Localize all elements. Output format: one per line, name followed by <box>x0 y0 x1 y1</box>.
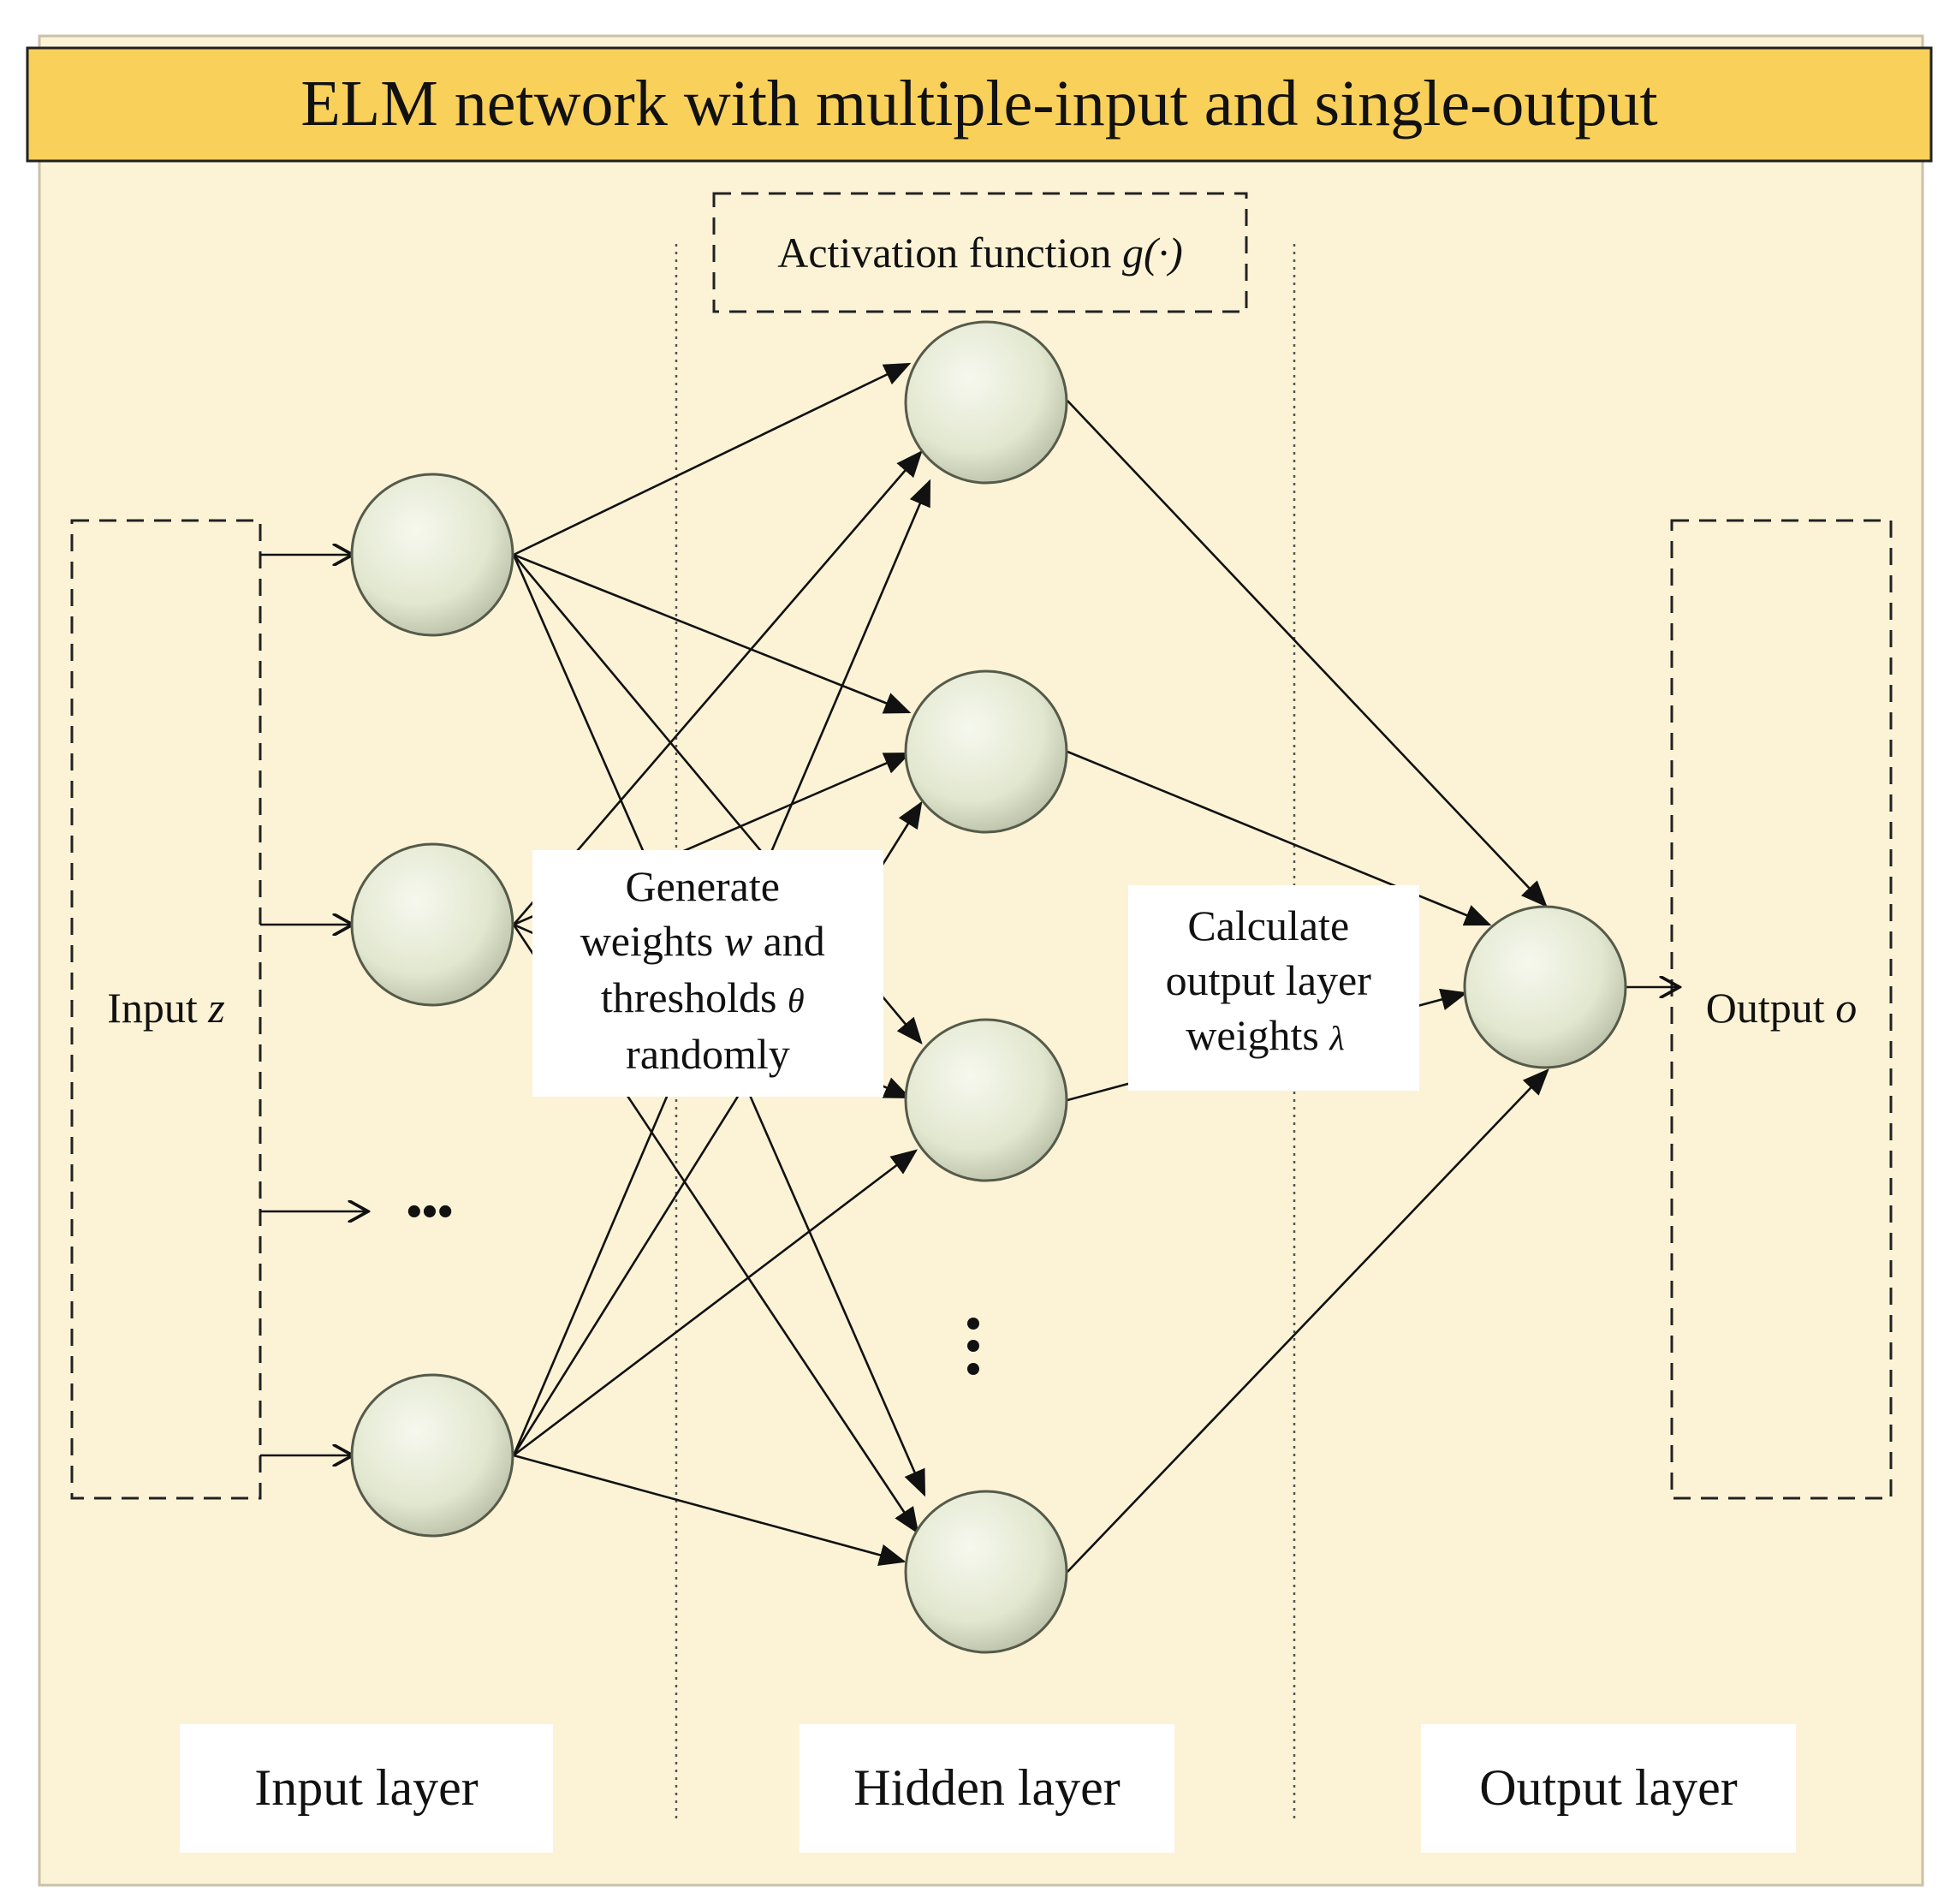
output-label: Output o <box>1706 984 1857 1032</box>
hidden-ellipsis <box>967 1318 979 1375</box>
calculate-line-3-pre: weights <box>1186 1011 1319 1059</box>
input-node-1 <box>350 473 514 637</box>
hidden-layer-label: Hidden layer <box>853 1759 1121 1816</box>
calculate-line-2: output layer <box>1166 956 1372 1004</box>
conn-i2-h1 <box>513 450 923 925</box>
activation-function-text: Activation function <box>777 229 1111 277</box>
diagram-title: ELM network with multiple-input and sing… <box>300 68 1657 140</box>
hidden-node-3 <box>904 1018 1068 1182</box>
generate-line-2-pre: weights <box>580 917 714 965</box>
activation-function-label: Activation function g(·) <box>777 229 1183 277</box>
conn-i1-h1 <box>513 362 912 556</box>
input-box <box>70 519 262 1500</box>
calculate-line-3-symbol: λ <box>1329 1019 1344 1057</box>
input-node-3 <box>350 1373 514 1538</box>
conn-h1-o <box>1067 400 1548 907</box>
hidden-ellipsis-dot-2 <box>967 1340 979 1352</box>
calculate-line-1: Calculate <box>1187 901 1349 949</box>
conn-h4-o <box>1067 1068 1549 1573</box>
input-label: Input z <box>107 984 225 1032</box>
input-layer-box <box>180 1724 553 1853</box>
hidden-ellipsis-dot-1 <box>967 1318 979 1330</box>
output-node <box>1463 905 1627 1069</box>
hidden-node-4 <box>904 1490 1068 1654</box>
generate-weights-label: Generate weights w and thresholds θ rand… <box>580 862 836 1078</box>
generate-line-2-symbol: w <box>724 917 752 965</box>
conn-i4-h4 <box>513 1454 907 1567</box>
input-text: Input <box>107 984 198 1032</box>
input-node-2 <box>350 842 514 1007</box>
hidden-layer-box <box>800 1724 1174 1853</box>
output-layer-box <box>1421 1724 1796 1853</box>
input-ellipsis: ••• <box>407 1187 454 1236</box>
activation-function-box <box>712 192 1248 313</box>
title-bar <box>26 46 1933 163</box>
generate-line-4: randomly <box>626 1030 790 1078</box>
output-layer-label: Output layer <box>1479 1759 1738 1816</box>
activation-function-symbol: g(·) <box>1122 229 1183 277</box>
output-text: Output <box>1706 984 1825 1032</box>
input-symbol: z <box>207 984 224 1032</box>
generate-line-3-symbol: θ <box>788 981 805 1020</box>
generate-line-1: Generate <box>626 862 780 910</box>
hidden-node-2 <box>904 669 1068 834</box>
hidden-ellipsis-dot-3 <box>967 1363 979 1375</box>
output-symbol: o <box>1835 984 1857 1032</box>
calculate-weights-box <box>1128 885 1419 1091</box>
generate-weights-box <box>532 850 883 1097</box>
hidden-node-1 <box>904 320 1068 485</box>
output-box <box>1670 519 1893 1500</box>
conn-i4-h3 <box>513 1149 918 1457</box>
generate-line-2-post: and <box>764 917 825 965</box>
calculate-weights-label: Calculate output layer weights λ <box>1166 901 1382 1059</box>
generate-line-3-pre: thresholds <box>601 973 777 1021</box>
input-layer-label: Input layer <box>254 1759 479 1816</box>
